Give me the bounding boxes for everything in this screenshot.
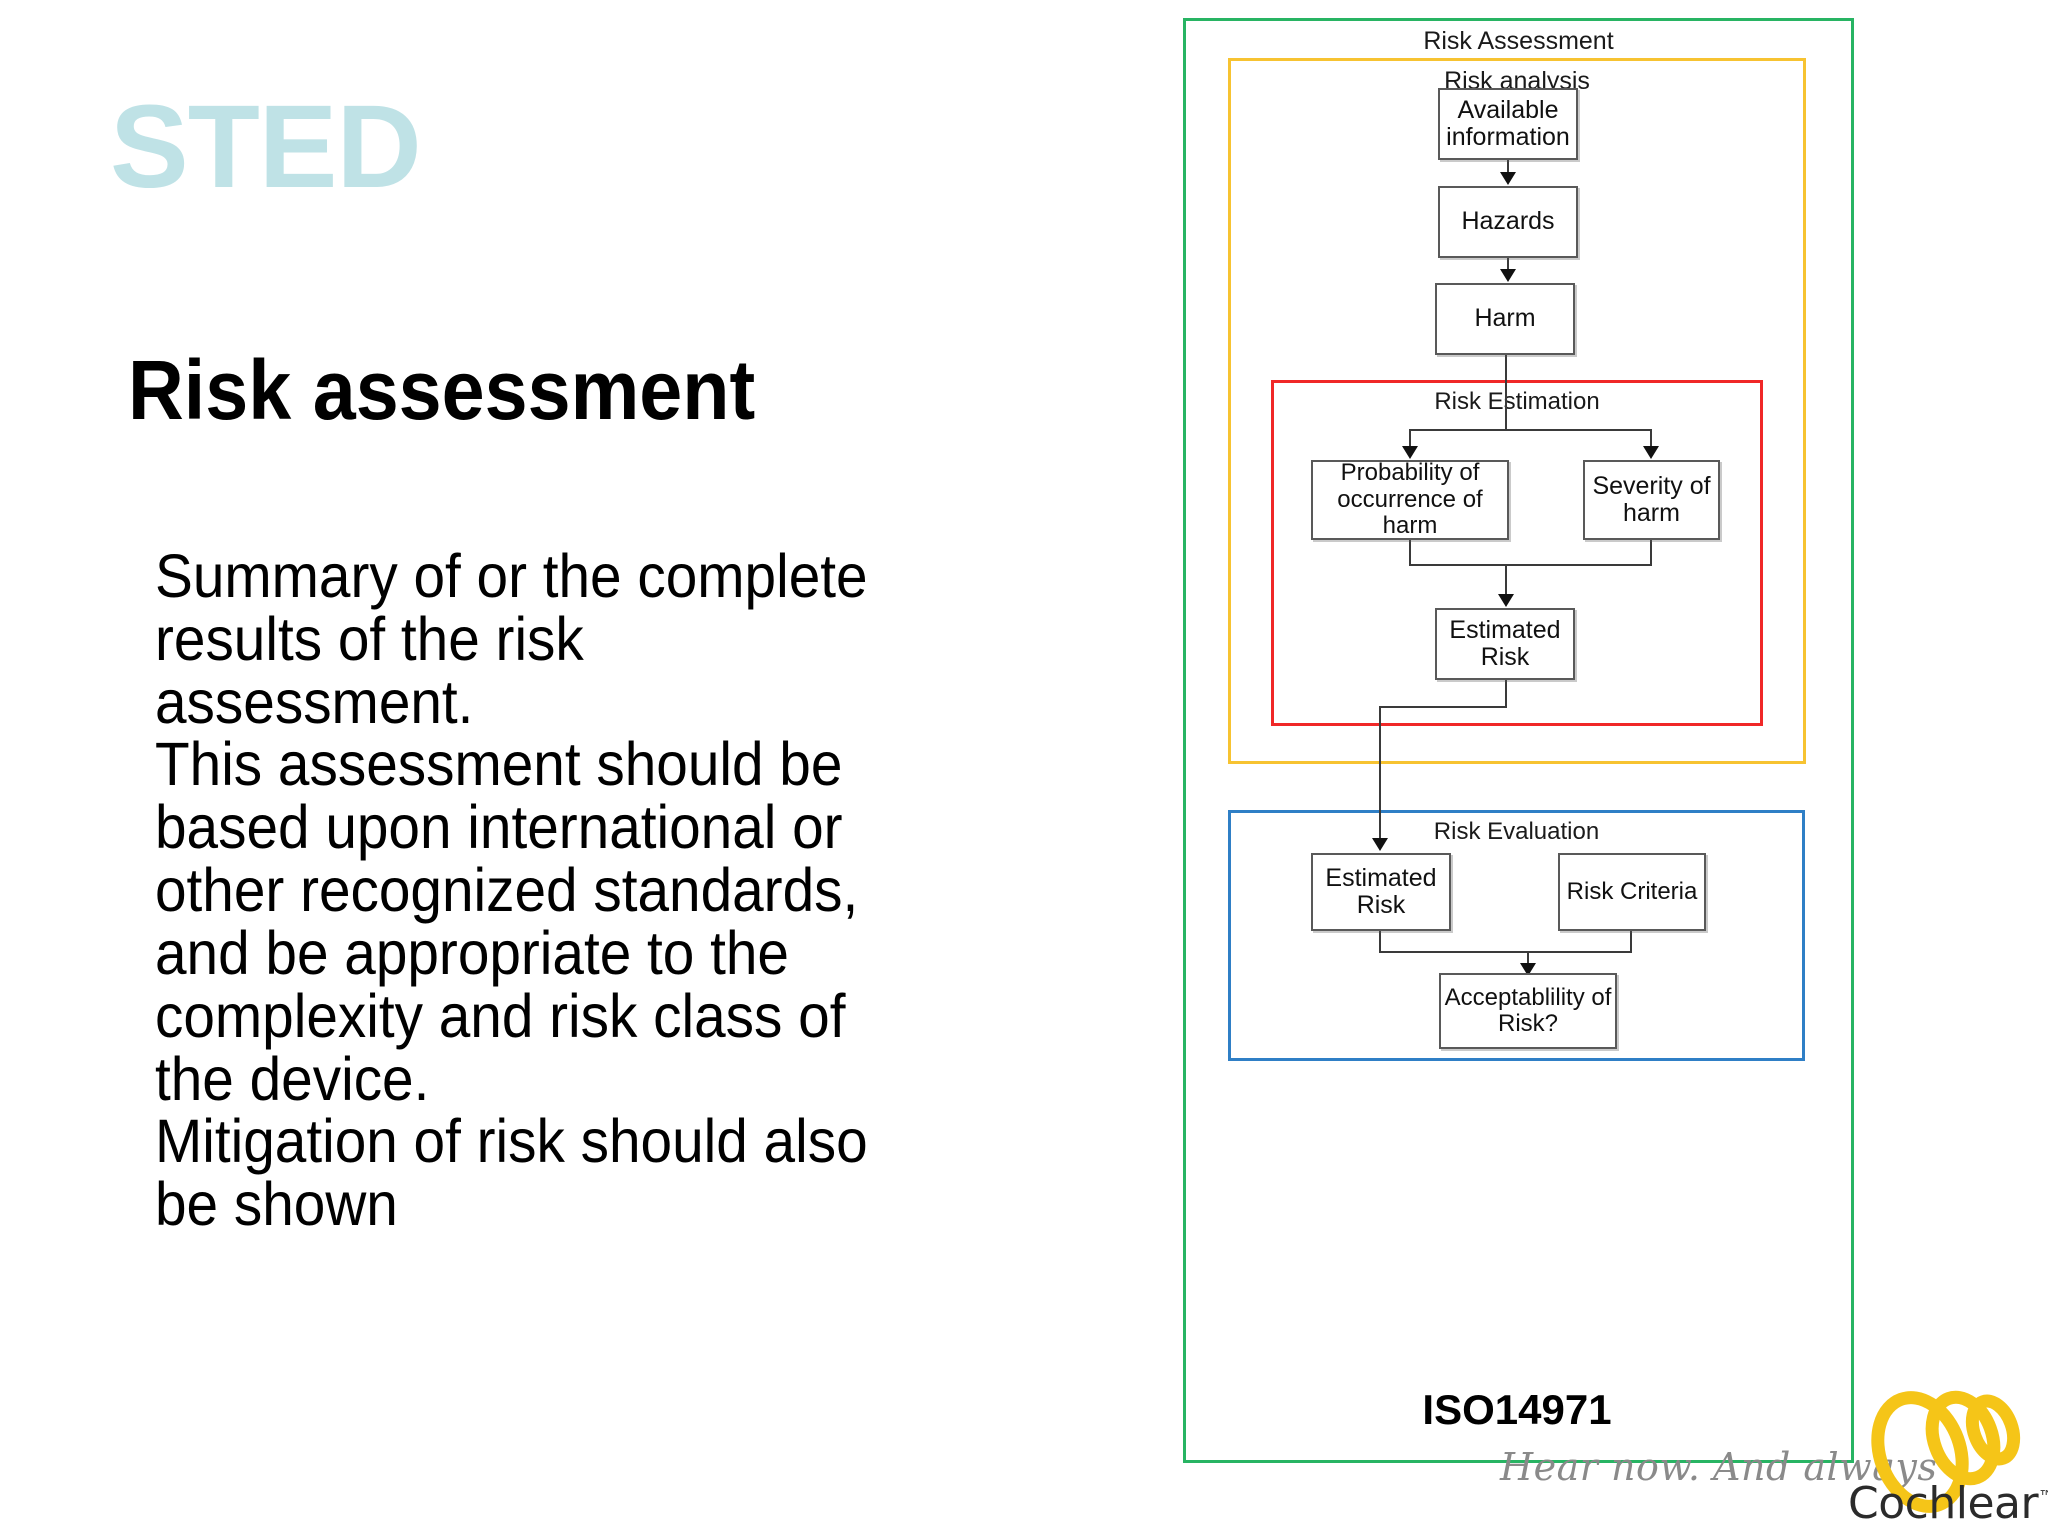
sted-watermark: STED	[110, 81, 422, 213]
edge-merge-to-estimated1	[1505, 564, 1507, 596]
trademark-symbol: ™	[2038, 1487, 2048, 1508]
arrowhead-hazards	[1500, 172, 1516, 185]
node-hazards[interactable]: Hazards	[1438, 186, 1578, 258]
frame-label-risk-estimation: Risk Estimation	[1434, 388, 1600, 415]
edge-criteria-down	[1630, 931, 1632, 953]
edge-bus-to-probability	[1409, 429, 1411, 447]
arrowhead-severity	[1643, 446, 1659, 459]
arrowhead-harm	[1500, 269, 1516, 282]
brand-tagline: Hear now. And always	[1500, 1445, 1938, 1489]
edge-estimated1-down	[1505, 680, 1507, 708]
edge-harm-down	[1505, 355, 1507, 430]
edge-available-hazards	[1507, 160, 1509, 173]
page-title: Risk assessment	[128, 343, 756, 437]
frame-label-risk-evaluation: Risk Evaluation	[1433, 818, 1600, 845]
arrowhead-estimated1	[1498, 594, 1514, 607]
node-available-information[interactable]: Available information	[1438, 88, 1578, 160]
arrowhead-estimated2	[1372, 838, 1388, 851]
edge-hazards-harm	[1507, 258, 1509, 270]
standard-label-iso14971: ISO14971	[1422, 1386, 1612, 1433]
edge-bus-to-severity	[1650, 429, 1652, 447]
edge-down-to-evaluation	[1379, 706, 1381, 838]
node-acceptability-of-risk[interactable]: Acceptablility of Risk?	[1439, 973, 1617, 1049]
arrowhead-acceptable	[1520, 963, 1536, 976]
cochlear-logo-icon	[1860, 1380, 2040, 1530]
iso14971-risk-diagram: Risk Assessment Risk analysis Risk Estim…	[1183, 18, 1854, 1463]
node-estimated-risk-analysis[interactable]: Estimated Risk	[1435, 608, 1575, 680]
node-harm[interactable]: Harm	[1435, 283, 1575, 355]
edge-estimation-bus	[1409, 429, 1651, 431]
cochlear-brand-text: Cochlear	[1848, 1478, 2039, 1529]
node-estimated-risk-evaluation[interactable]: Estimated Risk	[1311, 853, 1451, 931]
edge-merge-bus	[1409, 564, 1652, 566]
node-severity-of-harm[interactable]: Severity of harm	[1583, 460, 1720, 540]
body-paragraph: Summary of or the complete results of th…	[155, 542, 868, 1239]
frame-risk-assessment: Risk Assessment	[1183, 18, 1854, 1463]
frame-label-risk-assessment: Risk Assessment	[1423, 27, 1614, 55]
edge-estimated2-down	[1379, 931, 1381, 953]
cochlear-wordmark: Cochlear™	[1848, 1478, 2048, 1529]
node-probability-of-occurrence-of-harm[interactable]: Probability of occurrence of harm	[1311, 460, 1509, 540]
edge-severity-down	[1650, 540, 1652, 566]
edge-estimated1-left	[1379, 706, 1507, 708]
frame-risk-evaluation: Risk Evaluation	[1228, 810, 1805, 1061]
edge-evaluation-bus	[1379, 951, 1632, 953]
edge-probability-down	[1409, 540, 1411, 566]
node-risk-criteria[interactable]: Risk Criteria	[1558, 853, 1706, 931]
arrowhead-probability	[1402, 446, 1418, 459]
frame-risk-estimation: Risk Estimation	[1271, 380, 1763, 726]
